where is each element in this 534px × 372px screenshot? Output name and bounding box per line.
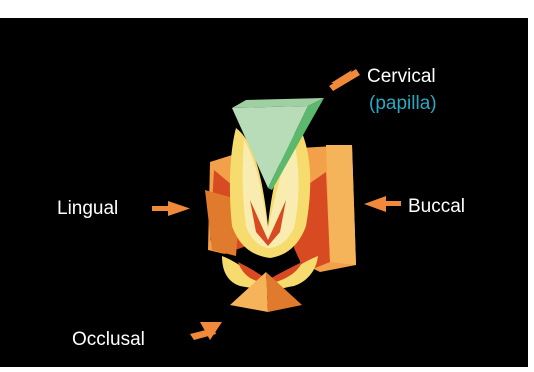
occlusal-label: Occlusal bbox=[72, 330, 145, 349]
cervical-label: Cervical bbox=[367, 67, 436, 86]
occlusal-arrow bbox=[190, 322, 222, 340]
cervical-arrow bbox=[329, 69, 360, 91]
lingual-arrow bbox=[152, 201, 190, 216]
buccal-face-light bbox=[326, 145, 356, 265]
buccal-label: Buccal bbox=[408, 197, 465, 216]
lingual-label: Lingual bbox=[57, 199, 118, 218]
buccal-arrow bbox=[364, 196, 401, 212]
papilla-label: (papilla) bbox=[369, 94, 437, 113]
